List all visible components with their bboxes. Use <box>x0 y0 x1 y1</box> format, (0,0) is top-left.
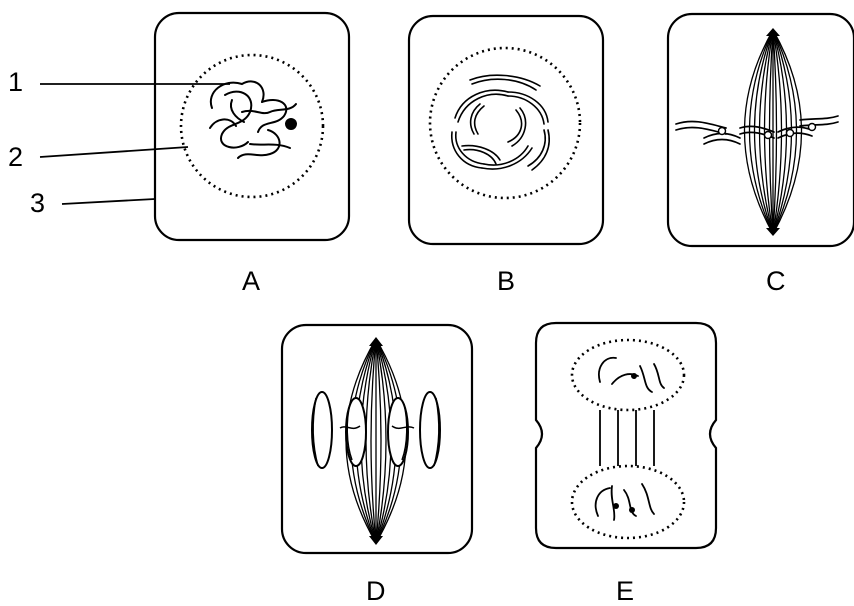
panel-b <box>409 16 603 244</box>
callout-1-number: 1 <box>8 67 23 97</box>
panel-b-label: B <box>497 266 515 296</box>
cell-a-membrane <box>155 13 349 240</box>
cell-b-membrane <box>409 16 603 244</box>
cell-a-chromatin <box>210 81 296 158</box>
panel-e-label: E <box>616 576 634 606</box>
panel-e <box>536 323 716 548</box>
cell-e-bottom-nuclear-envelope <box>572 466 684 538</box>
panel-c-label: C <box>766 266 786 296</box>
nucleolus <box>285 118 297 130</box>
callout-3-leader-line <box>62 199 155 204</box>
panel-d-label: D <box>366 576 386 606</box>
panel-a <box>155 13 349 240</box>
cell-b-nuclear-envelope <box>430 48 580 198</box>
cell-a-nuclear-envelope <box>181 55 323 197</box>
cell-e-membrane <box>536 323 716 548</box>
callout-3-number: 3 <box>30 188 45 218</box>
panel-d <box>282 325 472 553</box>
panel-c <box>668 14 854 246</box>
cell-b-condensed-chromosomes <box>452 75 549 170</box>
callout-2-leader-line <box>40 147 188 157</box>
cell-e-interzonal-fibers <box>600 410 654 466</box>
cell-d-membrane <box>282 325 472 553</box>
callout-2-number: 2 <box>8 142 23 172</box>
cell-c-pole-bottom <box>766 228 780 236</box>
callout-2: 2 <box>8 142 188 172</box>
panel-a-label: A <box>242 266 260 296</box>
cell-d-pole-bottom <box>369 536 383 545</box>
cell-c-membrane <box>668 14 854 246</box>
cell-c-pole-top <box>766 28 780 36</box>
callout-3: 3 <box>30 188 155 218</box>
cell-d-pole-top <box>369 337 383 346</box>
